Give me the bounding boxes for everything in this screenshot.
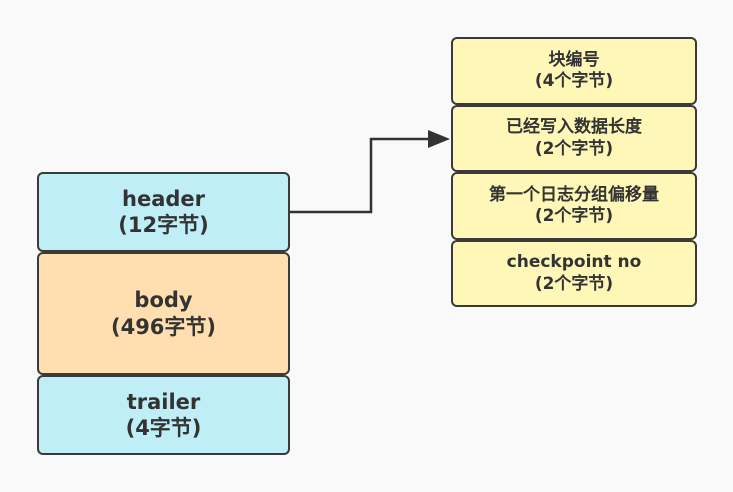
header-section-title: header (122, 186, 205, 211)
header-section-size: (12字节) (118, 213, 209, 237)
header-field-block-number: 块编号 (4个字节) (451, 37, 697, 105)
trailer-section-size: (4字节) (125, 416, 202, 440)
field-size: (2个字节) (534, 206, 614, 226)
field-name: checkpoint no (506, 252, 642, 273)
header-section: header (12字节) (37, 172, 290, 252)
header-field-first-group-offset: 第一个日志分组偏移量 (2个字节) (451, 172, 697, 240)
body-section-size: (496字节) (110, 314, 217, 339)
field-size: (4个字节) (534, 71, 614, 91)
field-size: (2个字节) (534, 138, 614, 159)
header-field-data-length: 已经写入数据长度 (2个字节) (451, 105, 697, 172)
arrow-head-icon (428, 130, 450, 148)
connector-line (289, 137, 432, 214)
field-name: 第一个日志分组偏移量 (489, 184, 659, 205)
body-section: body (496字节) (37, 252, 290, 375)
header-field-checkpoint-no: checkpoint no (2个字节) (451, 240, 697, 307)
body-section-title: body (134, 288, 193, 313)
trailer-section: trailer (4字节) (37, 375, 290, 455)
trailer-section-title: trailer (126, 389, 201, 414)
field-name: 已经写入数据长度 (506, 117, 642, 138)
field-name: 块编号 (548, 49, 600, 70)
field-size: (2个字节) (534, 273, 614, 294)
